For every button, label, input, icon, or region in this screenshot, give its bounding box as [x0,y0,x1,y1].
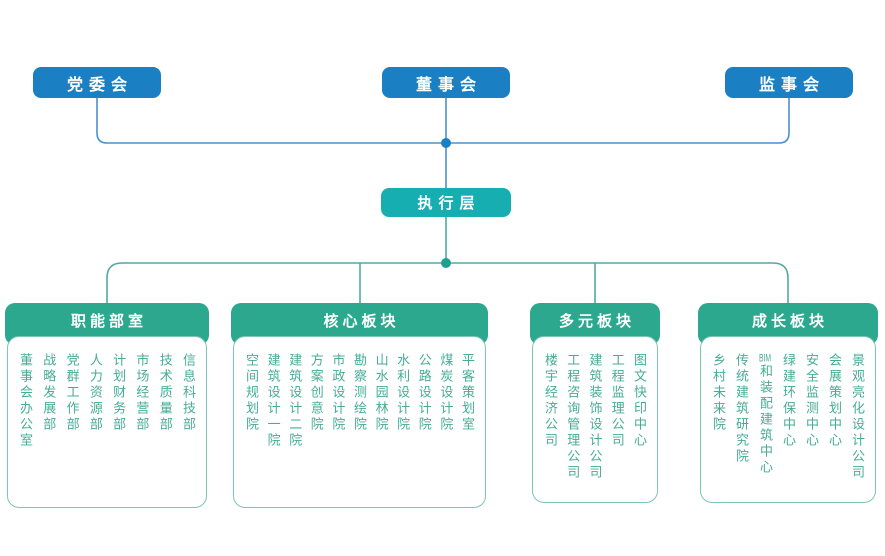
org-unit-item: 景观亮化设计公司 [850,353,865,481]
section-item-list: 楼宇经济公司工程咨询管理公司建筑装饰设计公司工程监理公司图文快印中心 [532,336,658,503]
org-unit-item: 乡村未来院 [711,353,726,433]
org-unit-item: 山水园林院 [373,353,389,433]
node-supervisory-board: 监事会 [725,67,853,98]
node-board-of-directors: 董事会 [382,67,510,98]
org-unit-item: 会展策划中心 [827,353,842,449]
org-unit-item: 安全监测中心 [804,353,819,449]
org-unit-item: 市政设计院 [330,353,346,433]
org-unit-item: 工程监理公司 [609,353,625,449]
section-item-list: 乡村未来院传统建筑研究院 BIM和装配建筑中心绿建环保中心安全监测中心会展策划中心… [700,336,876,503]
section-item-list: 董事会办公室战略发展部党群工作部人力资源部计划财务部市场经营部技术质量部信息科技… [7,336,207,508]
junction-dot-blue [441,138,451,148]
line-supervisory-to-center [446,98,790,144]
section-item-list: 空间规划院建筑设计一院建筑设计二院方案创意院市政设计院勘察测绘院山水园林院水利设… [233,336,486,508]
org-unit-item: 勘察测绘院 [351,353,367,433]
org-unit-item: 图文快印中心 [632,353,647,449]
org-unit-item: 水利设计院 [395,353,411,433]
org-unit-item: 人力资源部 [87,353,103,433]
node-party-committee: 党委会 [33,67,161,98]
org-unit-item: 董事会办公室 [18,353,33,449]
org-unit-item: 党群工作部 [64,353,80,433]
org-unit-item: 方案创意院 [308,353,324,433]
org-unit-item: 信息科技部 [180,353,196,433]
org-unit-item: 建筑设计一院 [265,353,281,449]
org-unit-item: 工程咨询管理公司 [565,353,581,481]
org-unit-item: 公路设计院 [416,353,432,433]
org-unit-item: 战略发展部 [41,353,57,433]
org-unit-item: 建筑设计二院 [287,353,303,449]
line-party-to-center [96,98,446,144]
org-unit-item: 建筑装饰设计公司 [587,353,603,481]
org-unit-item: BIM和装配建筑中心 [758,353,773,476]
org-unit-item: 煤炭设计院 [438,353,454,433]
junction-dot-teal [441,258,451,268]
org-unit-item: 空间规划院 [244,353,259,433]
node-executive-layer: 执行层 [381,188,511,217]
org-unit-item: 绿建环保中心 [781,353,796,449]
org-unit-item: 计划财务部 [111,353,127,433]
section-functional-departments: 职能部室 董事会办公室战略发展部党群工作部人力资源部计划财务部市场经营部技术质量… [5,303,209,508]
line-sections-rail [106,262,789,303]
org-unit-item: 技术质量部 [157,353,173,433]
org-unit-item: 传统建筑研究院 [734,353,749,465]
org-unit-item: 楼宇经济公司 [543,353,558,449]
section-diversified-sector: 多元板块 楼宇经济公司工程咨询管理公司建筑装饰设计公司工程监理公司图文快印中心 [530,303,660,503]
section-core-sector: 核心板块 空间规划院建筑设计一院建筑设计二院方案创意院市政设计院勘察测绘院山水园… [231,303,488,508]
org-unit-item: 市场经营部 [134,353,150,433]
org-unit-item: 平客策划室 [459,353,475,433]
